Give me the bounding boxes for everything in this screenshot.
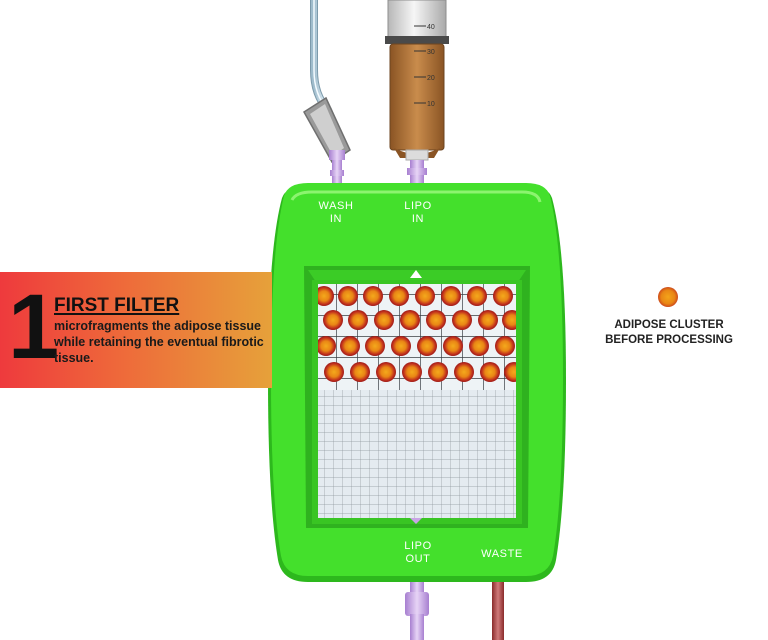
adipose-cluster [323,310,343,330]
wash-in-label-line1: WASH [318,200,354,212]
scale-label-10: 10 [427,101,435,108]
wash-in-connector[interactable] [329,150,345,190]
adipose-cluster [478,310,498,330]
lipo-in-label: LIPO IN [396,200,440,226]
step-banner [0,272,272,388]
scale-label-40: 40 [427,24,435,31]
lipo-out-label: LIPO OUT [396,540,440,566]
adipose-cluster [389,286,409,306]
adipose-clusters [318,286,516,382]
adipose-cluster [348,310,368,330]
adipose-cluster [417,336,437,356]
lipo-out-label-line2: OUT [405,553,431,565]
step-title: FIRST FILTER [54,295,180,316]
adipose-cluster [495,336,515,356]
adipose-cluster [340,336,360,356]
legend-label: ADIPOSE CLUSTER BEFORE PROCESSING [605,319,733,346]
adipose-cluster [467,286,487,306]
adipose-cluster [363,286,383,306]
adipose-cluster [400,310,420,330]
waste-tube [492,578,504,640]
adipose-cluster [428,362,448,382]
lipo-out-label-line1: LIPO [404,540,432,552]
adipose-cluster [338,286,358,306]
adipose-cluster [374,310,394,330]
scale-label-30: 30 [427,49,435,56]
lipo-in-label-line2: IN [411,213,425,225]
filter-chamber [318,284,516,518]
bottom-notch-icon [410,518,422,524]
waste-label-line1: WASTE [481,548,523,560]
lipo-in-label-line1: LIPO [404,200,432,212]
top-notch-icon [410,270,422,278]
lipo-syringe[interactable]: 40 30 20 10 [385,0,449,158]
adipose-cluster [502,310,516,330]
adipose-cluster [324,362,344,382]
adipose-cluster [376,362,396,382]
wash-in-label-line2: IN [329,213,343,225]
waste-label: WASTE [474,548,530,561]
scale-label-20: 20 [427,75,435,82]
lipo-out-connector[interactable] [405,578,429,640]
lipo-in-connector[interactable] [405,149,429,190]
step-description: microfragments the adipose tissue while … [54,319,264,365]
adipose-cluster [402,362,422,382]
adipose-cluster [391,336,411,356]
adipose-cluster [493,286,513,306]
adipose-cluster [469,336,489,356]
adipose-cluster [318,286,334,306]
adipose-cluster-legend-icon [658,287,678,307]
step-number: 1 [8,276,59,378]
adipose-cluster [350,362,370,382]
syringe-scale: 40 30 20 10 [414,24,435,108]
adipose-cluster [415,286,435,306]
adipose-cluster [426,310,446,330]
adipose-cluster [365,336,385,356]
fine-filter-mesh [318,390,516,518]
adipose-cluster [443,336,463,356]
adipose-cluster [452,310,472,330]
adipose-cluster [441,286,461,306]
adipose-cluster [454,362,474,382]
wash-in-label: WASH IN [314,200,358,226]
adipose-cluster [504,362,516,382]
tube-clamp-icon[interactable] [302,96,351,164]
adipose-cluster [480,362,500,382]
adipose-cluster [318,336,336,356]
